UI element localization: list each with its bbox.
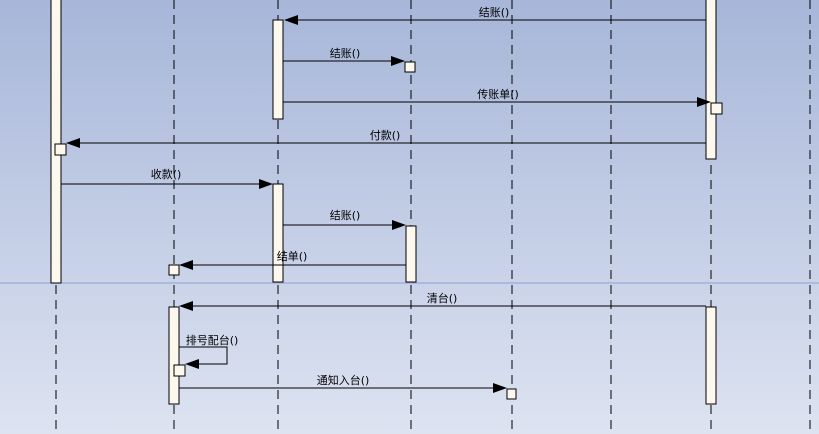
self-message-line[interactable]	[179, 346, 228, 365]
activation-bar[interactable]	[272, 19, 284, 120]
arrowhead	[284, 15, 298, 25]
activation-bar[interactable]	[272, 183, 284, 283]
message-label[interactable]: 清台()	[427, 291, 458, 305]
arrowhead	[179, 301, 193, 311]
activation-bar[interactable]	[50, 0, 62, 284]
message-label[interactable]: 传账单()	[477, 88, 519, 101]
message-label[interactable]: 结账()	[330, 209, 361, 222]
arrowhead	[697, 97, 711, 107]
receive-box[interactable]	[54, 143, 67, 156]
arrowhead	[391, 56, 405, 66]
receive-box[interactable]	[710, 102, 723, 115]
activation-bar[interactable]	[168, 306, 180, 405]
receive-box[interactable]	[173, 364, 186, 377]
arrowhead	[66, 138, 80, 148]
activation-bar[interactable]	[705, 0, 717, 160]
activations	[50, 0, 717, 405]
arrowhead	[185, 359, 199, 369]
activation-bar[interactable]	[705, 306, 717, 405]
messages: 结账() 结账() 传账单() 付款() 收款() 结账() 结单() 清台()	[61, 6, 711, 393]
message-label[interactable]: 收款()	[151, 167, 182, 181]
arrowhead	[493, 383, 507, 393]
message-label[interactable]: 结单()	[277, 250, 308, 263]
receive-box[interactable]	[404, 61, 416, 73]
message-label[interactable]: 付款()	[370, 128, 401, 142]
receive-box[interactable]	[506, 388, 517, 400]
message-label[interactable]: 通知入台()	[317, 373, 370, 387]
activation-bar[interactable]	[405, 225, 417, 283]
message-label[interactable]: 结账()	[330, 47, 361, 60]
receive-boxes	[54, 61, 723, 400]
receive-box[interactable]	[168, 264, 180, 276]
arrowhead	[179, 260, 193, 270]
message-label[interactable]: 排号配台()	[186, 333, 239, 347]
message-label[interactable]: 结账()	[479, 6, 510, 19]
arrowhead	[259, 179, 273, 189]
arrowhead	[392, 220, 406, 230]
